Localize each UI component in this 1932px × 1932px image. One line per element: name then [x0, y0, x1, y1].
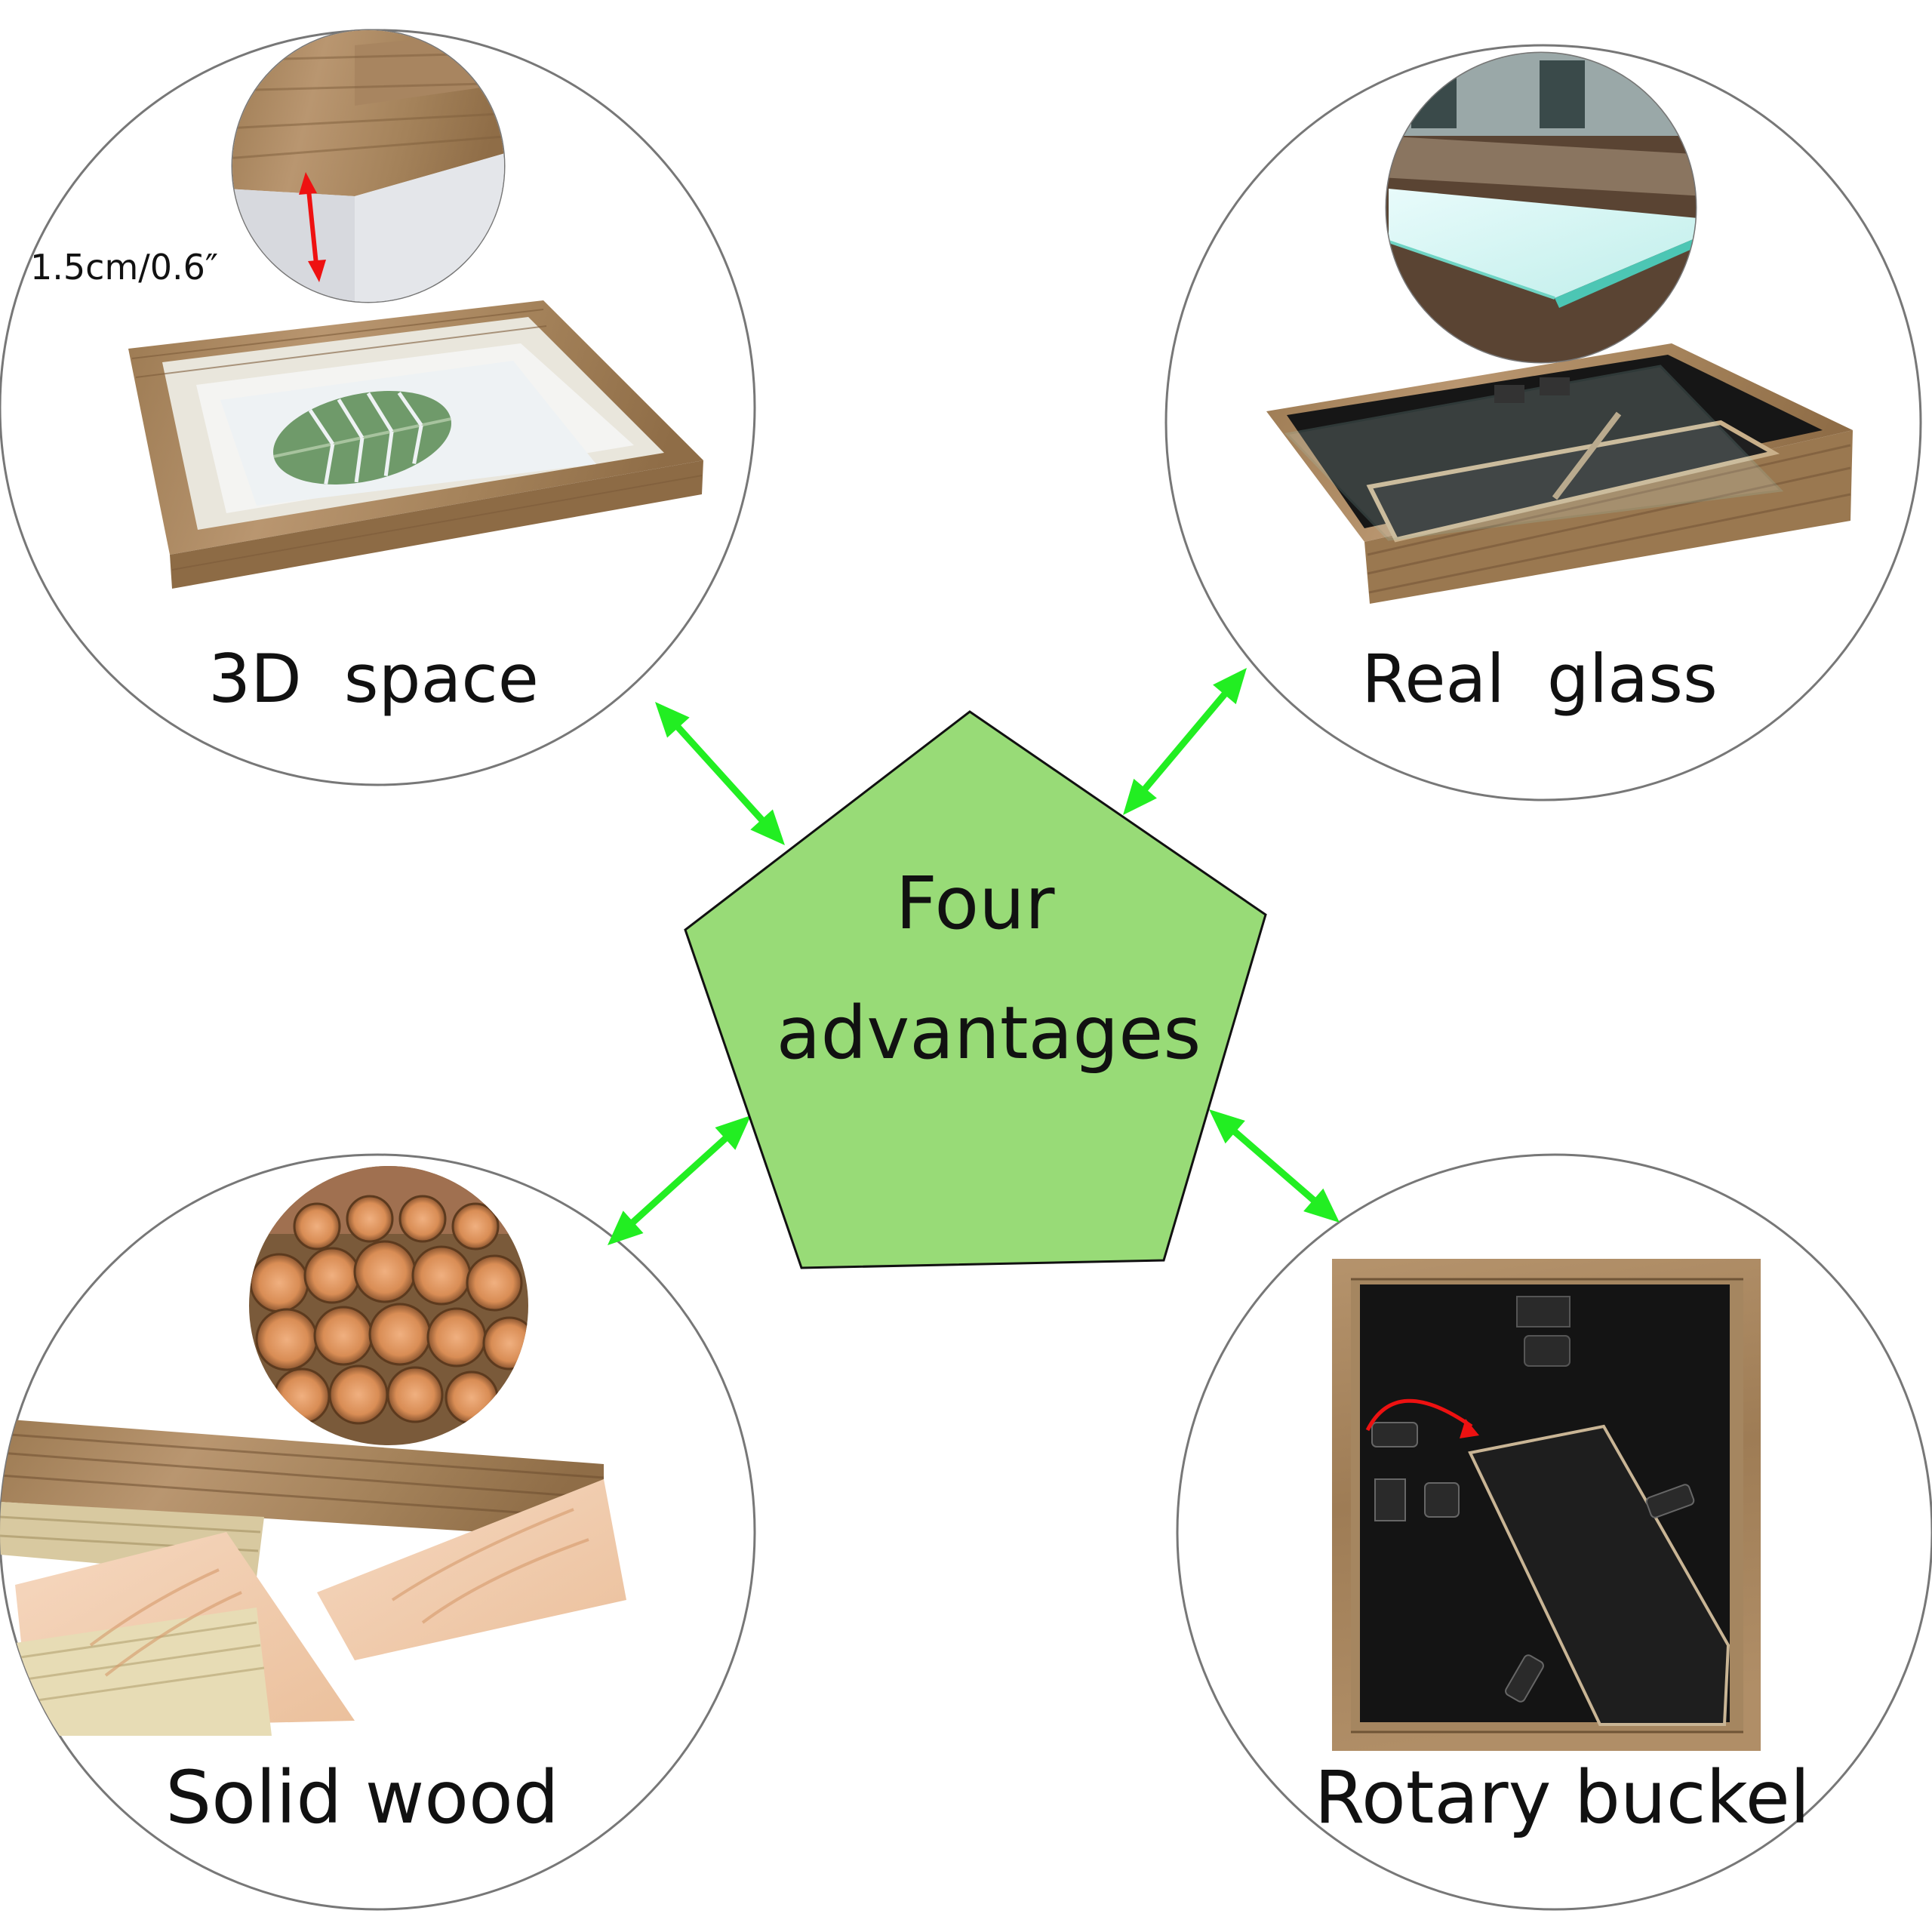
- deep-frame-image: [128, 300, 703, 589]
- advantage-label-real-glass: Real glass: [1361, 640, 1718, 718]
- arrow-shaft: [1140, 688, 1230, 795]
- frame-back-image: [1332, 1259, 1761, 1751]
- arrow-shaft: [627, 1133, 731, 1228]
- center-title-line2: advantages: [777, 991, 1201, 1075]
- advantage-3d-space: 1.5cm/0.6″ 3D space: [0, 29, 756, 786]
- arrow-3d-space: [655, 702, 785, 845]
- arrow-head: [715, 1115, 751, 1150]
- arrow-solid-wood: [608, 1115, 751, 1245]
- advantage-real-glass: Real glass: [1164, 44, 1922, 801]
- corner-depth-inset: [231, 29, 506, 303]
- glass-frame-image: [1266, 343, 1853, 604]
- arrow-shaft: [1229, 1126, 1319, 1206]
- glass-edge-inset: [1385, 51, 1697, 364]
- advantage-label-solid-wood: Solid wood: [165, 1755, 558, 1840]
- wood-profile-image: [0, 1419, 626, 1736]
- advantage-rotary-buckel: Rotary buckel: [1176, 1153, 1932, 1911]
- arrow-head: [1123, 778, 1157, 815]
- advantage-label-rotary-buckel: Rotary buckel: [1315, 1755, 1810, 1840]
- arrow-head: [1209, 1109, 1245, 1144]
- connector-arrows: [608, 668, 1340, 1245]
- center-title-line1: Four: [896, 861, 1055, 946]
- pentagon-shape: [684, 710, 1267, 1269]
- arrow-rotary-buckel: [1209, 1109, 1340, 1223]
- arrow-real-glass: [1123, 668, 1247, 815]
- center-pentagon: Four advantages: [684, 710, 1267, 1269]
- arrow-head: [750, 809, 785, 845]
- arrow-head: [655, 702, 690, 738]
- advantage-label-3d-space: 3D space: [208, 640, 539, 718]
- arrow-head: [1303, 1188, 1340, 1223]
- depth-dimension-label: 1.5cm/0.6″: [30, 247, 218, 288]
- arrow-head: [608, 1211, 644, 1245]
- advantage-solid-wood: Solid wood: [0, 1153, 756, 1911]
- arrow-head: [1213, 668, 1247, 705]
- log-pile-inset: [249, 1166, 528, 1445]
- arrow-shaft: [672, 721, 768, 826]
